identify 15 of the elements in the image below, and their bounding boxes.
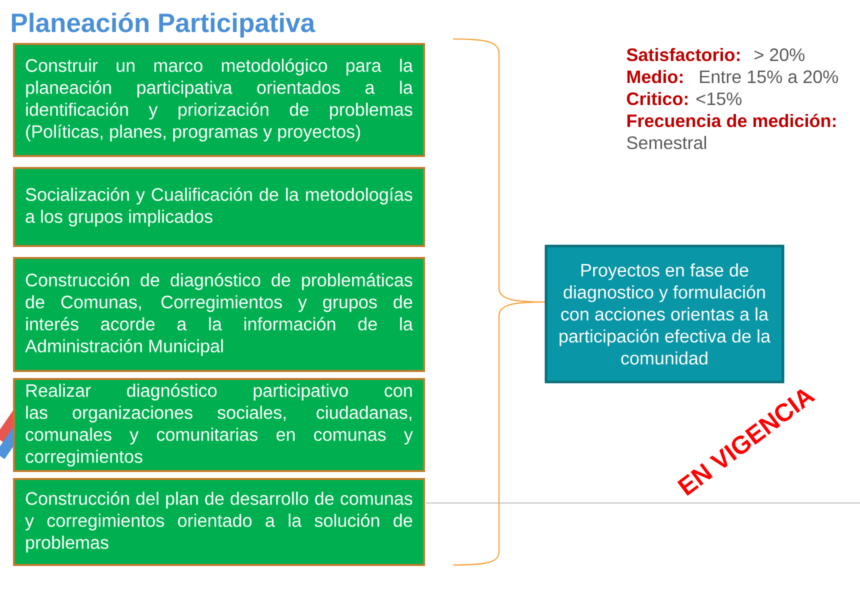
activity-box: Construcción del plan de desarrollo de comunas y corregimientos orientado a la solución de problemas: [13, 478, 425, 566]
value-text: <15%: [696, 92, 742, 106]
value-text: Semestral: [627, 136, 706, 150]
criterion-label: Frecuencia de medición:: [627, 114, 836, 128]
activity-box: Socialización y Cualificación de la metodologías a los grupos implicados: [13, 167, 425, 247]
value-text: > 20%: [754, 48, 804, 62]
title: Planeación Participativa: [12, 12, 316, 38]
activity-box: Realizar diagnóstico participativo con las organizaciones sociales, ciudadanas, comunales y comunitarias en comunas y corregimientos: [13, 378, 425, 472]
activity-box: Construcción de diagnóstico de problemáticas de Comunas, Corregimientos y grupos de interés acorde a la información de la Administración Municipal: [13, 257, 425, 372]
activity-box: Construir un marco metodológico para la planeación participativa orientados a la identificación y priorización de problemas (Políticas, planes, programas y proyectos): [13, 43, 425, 157]
value-text: Entre 15% a 20%: [700, 70, 838, 84]
criterion-label: Medio:: [627, 70, 682, 84]
criterion-label: Critico:: [626, 92, 688, 106]
criterion-label: Satisfactorio:: [626, 48, 740, 62]
result-box: Proyectos en fase de diagnostico y formulación con acciones orientas a la participación efectiva de la comunidad: [544, 244, 784, 384]
